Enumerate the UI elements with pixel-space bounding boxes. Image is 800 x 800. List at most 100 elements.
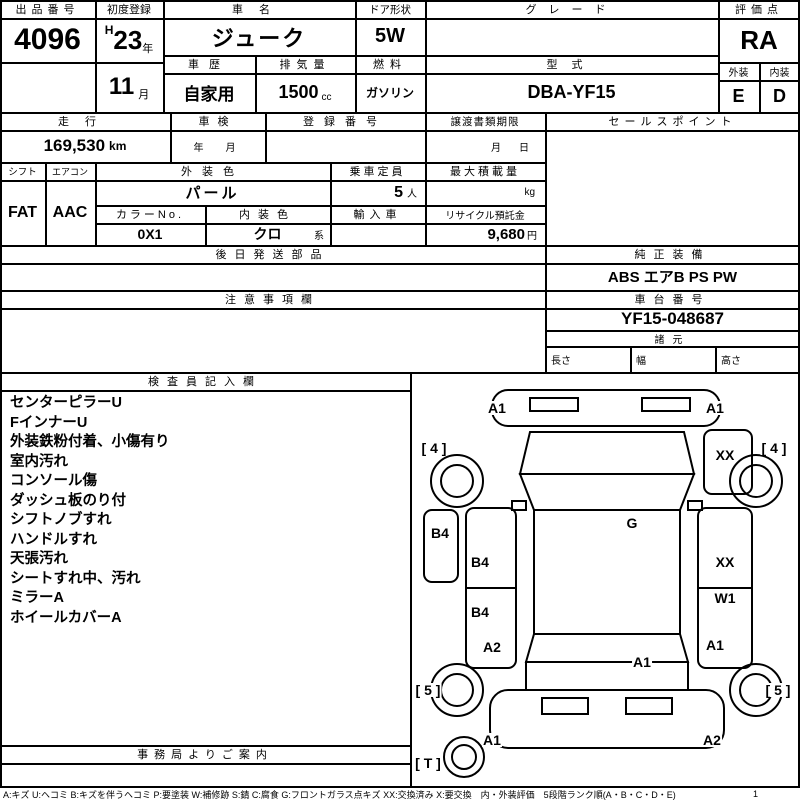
- equipment-label: 純正装備: [634, 249, 711, 261]
- reg-year-value: 23: [113, 24, 143, 55]
- grid-line: [170, 112, 172, 162]
- grid-line: [0, 180, 545, 182]
- displacement-label: 排気量: [279, 59, 331, 71]
- damage-mark: B4: [430, 525, 450, 541]
- door-shape-label: ドア形状: [369, 3, 411, 16]
- grid-line: [0, 745, 410, 747]
- grid-line: [0, 112, 800, 114]
- later-parts-label: 後日発送部品: [215, 249, 330, 261]
- inspector-note: シートすれ中、汚れ: [10, 570, 141, 587]
- damage-mark: B4: [470, 554, 490, 570]
- exterior-color-label: 外装色: [181, 166, 244, 178]
- mirror-right: [687, 500, 703, 511]
- grid-line: [265, 112, 267, 162]
- capacity-unit: 人: [407, 189, 417, 200]
- inspector-note: FインナーU: [10, 414, 88, 431]
- model-code-label: 型式: [546, 59, 597, 71]
- import-label: 輸入車: [353, 209, 402, 221]
- grid-line: [45, 162, 47, 245]
- grid-line: [0, 162, 545, 164]
- era-prefix: H: [104, 23, 114, 37]
- grid-line: [330, 162, 332, 245]
- interior-color-suffix: 系: [314, 230, 324, 242]
- recycle-unit: 円: [527, 230, 537, 242]
- rear-window: [524, 633, 690, 663]
- grid-line: [0, 786, 800, 788]
- mileage-value: 169,530 km: [0, 130, 170, 162]
- grid-line: [718, 0, 720, 112]
- grid-line: [163, 0, 165, 112]
- grid-line: [545, 112, 547, 372]
- grid-line: [410, 372, 412, 786]
- capacity-value: 5 人: [330, 180, 425, 205]
- door-shape: 5W: [375, 25, 405, 47]
- front-bumper: [491, 389, 721, 427]
- displacement-value: 1500 cc: [255, 73, 355, 112]
- grid-line: [0, 18, 800, 20]
- grid-line: [545, 346, 800, 348]
- exterior-color-value: パール: [185, 185, 240, 202]
- damage-mark: [ 4 ]: [760, 440, 788, 456]
- exterior-score: E: [732, 85, 745, 106]
- first-reg-month: 11 月: [95, 62, 163, 112]
- history-value: 自家用: [183, 85, 235, 104]
- damage-mark: [ T ]: [414, 755, 442, 771]
- disp-number: 1500: [278, 82, 319, 102]
- mirror-left: [511, 500, 527, 511]
- interior-label: 内装: [769, 67, 790, 79]
- fuel-value: ガソリン: [365, 86, 414, 100]
- score-label: 評価点: [735, 4, 783, 16]
- interior-color-label: 内装色: [239, 209, 296, 221]
- inspector-note: 外装鉄粉付着、小傷有り: [10, 434, 170, 450]
- trunk: [525, 661, 689, 691]
- model-code: DBA-YF15: [527, 82, 616, 102]
- first-reg-label: 初度登録: [107, 4, 151, 16]
- inspector-notes-list: センターピラーU FインナーU 外装鉄粉付着、小傷有り室内汚れコンソール傷ダッシュ板…: [10, 394, 406, 628]
- inspector-note: 天張汚れ: [10, 551, 68, 567]
- grid-line: [0, 763, 410, 765]
- grid-line: [630, 346, 632, 372]
- grid-line: [0, 290, 800, 292]
- length-label: 長さ: [551, 355, 571, 367]
- grid-line: [0, 0, 2, 788]
- inspector-note: 室内汚れ: [10, 453, 68, 470]
- inspector-note: センターピラーU: [10, 395, 122, 411]
- color-no-label: カラーNo.: [115, 209, 185, 221]
- damage-mark: W1: [713, 590, 737, 606]
- history-label: 車歴: [188, 59, 230, 71]
- inspector-note: シフトノブすれ: [10, 512, 112, 528]
- damage-mark: A1: [705, 637, 725, 653]
- chassis-no-label: 車台番号: [634, 294, 711, 306]
- headlight-right: [641, 397, 691, 412]
- headlight-left: [529, 397, 579, 412]
- tail-light-left: [541, 697, 589, 715]
- inspection-expiry-label: 車検: [198, 116, 237, 128]
- shift-value: FAT: [7, 203, 38, 221]
- auction-no: 4096: [14, 23, 81, 56]
- max-load-unit: kg: [524, 187, 535, 198]
- grid-line: [0, 263, 800, 265]
- spec-label: 諸元: [654, 334, 691, 346]
- front-left-wheel: [430, 454, 484, 508]
- inspector-note: ミラーA: [10, 590, 64, 606]
- damage-mark: XX: [714, 554, 736, 570]
- month-suffix: 月: [138, 89, 150, 101]
- inspector-note: ダッシュ板のり付: [10, 492, 126, 509]
- registration-no-label: 登録番号: [303, 116, 387, 128]
- damage-mark: A1: [632, 654, 652, 670]
- windshield: [518, 473, 696, 511]
- legend-text: A:キズ U:ヘコミ B:キズを伴うヘコミ P:要塗装 W:補修跡 S:錆 C:…: [3, 789, 676, 800]
- first-reg-year: H 23 年: [95, 18, 163, 62]
- inspection-expiry-value: 年 月: [193, 142, 242, 154]
- reg-month-value: 11: [108, 73, 135, 100]
- grid-line: [0, 390, 410, 392]
- damage-mark: A2: [482, 639, 502, 655]
- left-fender-panel: [423, 509, 459, 583]
- color-no-value: 0X1: [137, 226, 163, 242]
- grid-line: [95, 162, 97, 245]
- inspector-note: コンソール傷: [10, 473, 97, 489]
- capacity-label: 乗車定員: [349, 166, 406, 178]
- rear-bumper: [489, 689, 725, 749]
- recycle-deposit-value: 9,680 円: [425, 223, 545, 245]
